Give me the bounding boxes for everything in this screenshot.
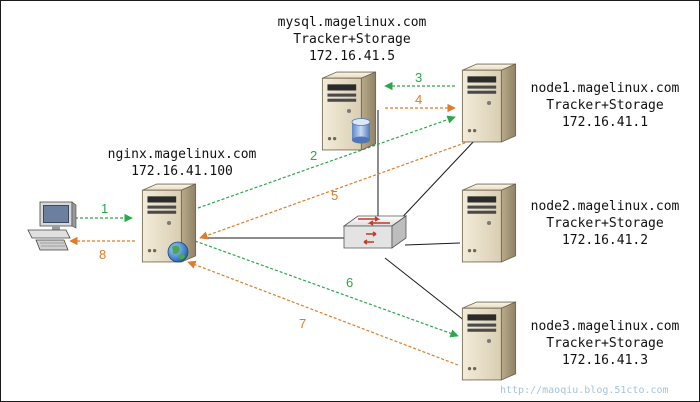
nginx-ip: 172.16.41.100 <box>131 164 233 179</box>
network-links <box>200 110 476 326</box>
nginx-label: nginx.magelinux.com 172.16.41.100 <box>92 146 272 180</box>
desktop-computer-icon <box>27 201 77 251</box>
node1-label: node1.magelinux.com Tracker+Storage 172.… <box>515 80 695 131</box>
mysql-label: mysql.magelinux.com Tracker+Storage 172.… <box>262 14 442 65</box>
node3-hostname: node3.magelinux.com <box>530 319 680 334</box>
node3-label: node3.magelinux.com Tracker+Storage 172.… <box>515 318 695 369</box>
step-label-4: 4 <box>415 92 423 107</box>
node2-hostname: node2.magelinux.com <box>530 199 680 214</box>
network-switch-icon <box>342 215 408 249</box>
arrow-step-2 <box>197 115 456 209</box>
step-label-2: 2 <box>310 148 318 163</box>
step-label-6: 6 <box>346 275 354 290</box>
step-label-1: 1 <box>101 201 109 216</box>
mysql-role: Tracker+Storage <box>293 32 411 47</box>
globe-icon <box>167 241 189 263</box>
arrow-step-6 <box>194 240 459 338</box>
node1-ip: 172.16.41.1 <box>561 115 649 130</box>
mysql-ip: 172.16.41.5 <box>308 49 396 64</box>
nginx-hostname: nginx.magelinux.com <box>107 147 257 162</box>
step-label-8: 8 <box>99 247 107 262</box>
step-label-7: 7 <box>299 316 307 331</box>
step-label-5: 5 <box>331 188 339 203</box>
node2-role: Tracker+Storage <box>546 216 664 231</box>
database-cylinder-icon <box>351 118 371 144</box>
arrow-step-5 <box>199 140 471 240</box>
step-label-3: 3 <box>415 70 423 85</box>
arrow-step-7 <box>187 260 459 366</box>
node1-hostname: node1.magelinux.com <box>530 81 680 96</box>
node1-role: Tracker+Storage <box>546 98 664 113</box>
node2-server-icon <box>461 183 517 263</box>
node3-ip: 172.16.41.3 <box>561 353 649 368</box>
watermark-url: http://maoqiu.blog.51cto.com <box>500 385 669 396</box>
node1-server-icon <box>461 63 517 143</box>
node3-server-icon <box>461 301 517 381</box>
node3-role: Tracker+Storage <box>546 336 664 351</box>
node2-ip: 172.16.41.2 <box>561 233 649 248</box>
mysql-hostname: mysql.magelinux.com <box>277 15 427 30</box>
node2-label: node2.magelinux.com Tracker+Storage 172.… <box>515 198 695 249</box>
flow-arrows <box>69 81 471 366</box>
